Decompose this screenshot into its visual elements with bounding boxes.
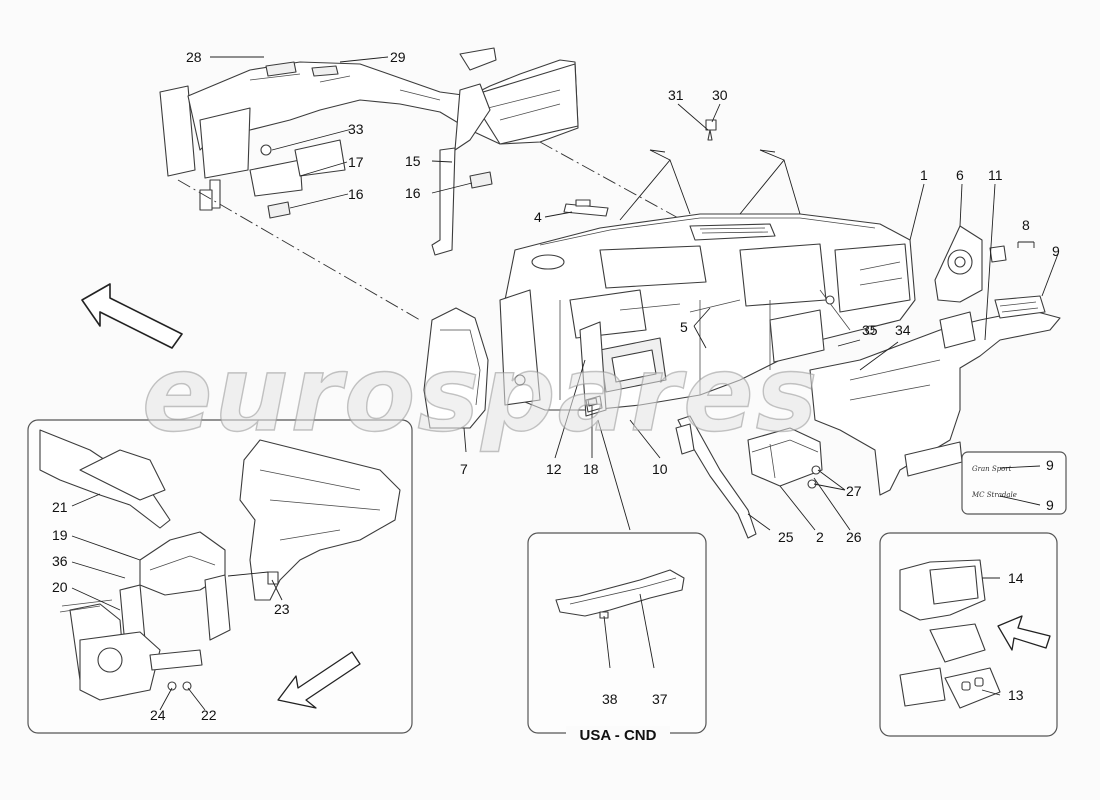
support-brace xyxy=(675,415,757,539)
callout-30: 30 xyxy=(712,87,728,103)
callout-21: 21 xyxy=(52,499,68,515)
callout-36: 36 xyxy=(52,553,68,569)
callout-17: 17 xyxy=(348,154,364,170)
callout-35: 35 xyxy=(862,322,878,338)
callout-10: 10 xyxy=(652,461,668,477)
callout-26: 26 xyxy=(846,529,862,545)
callout-9b: 9 xyxy=(1046,457,1054,473)
watermark-text: eurospares xyxy=(142,333,820,455)
callout-15: 15 xyxy=(405,153,421,169)
callout-18: 18 xyxy=(583,461,599,477)
bracket-set xyxy=(579,321,607,417)
leader-lines xyxy=(71,56,1059,711)
usa-bracket xyxy=(555,569,685,619)
callout-34: 34 xyxy=(895,322,911,338)
callout-27: 27 xyxy=(846,483,862,499)
inset-badges xyxy=(961,451,1067,515)
callout-33: 33 xyxy=(348,121,364,137)
view-arrow-icon xyxy=(277,651,361,709)
callout-13: 13 xyxy=(1008,687,1024,703)
callout-7: 7 xyxy=(460,461,468,477)
fastener-30-31 xyxy=(705,119,717,141)
view-arrow-icon xyxy=(81,283,183,349)
callout-11: 11 xyxy=(988,167,1003,183)
callout-20: 20 xyxy=(52,579,68,595)
callout-16b: 16 xyxy=(405,185,421,201)
small-bracket-4 xyxy=(563,199,609,217)
callout-5: 5 xyxy=(680,319,688,335)
dashboard-assembly xyxy=(499,213,916,411)
assembly-line xyxy=(177,179,421,321)
callout-9c: 9 xyxy=(1046,497,1054,513)
callout-28: 28 xyxy=(186,49,202,65)
callout-14: 14 xyxy=(1008,570,1024,586)
caption-backdrop xyxy=(566,726,670,742)
clip-part-6 xyxy=(989,245,1007,263)
callout-2: 2 xyxy=(816,529,824,545)
assembly-line xyxy=(539,141,701,231)
speaker-cover xyxy=(934,225,983,303)
cross-car-beam xyxy=(159,47,579,256)
callout-19: 19 xyxy=(52,527,68,543)
steering-column-parts xyxy=(39,429,401,701)
view-arrow-icon xyxy=(997,615,1051,651)
badge-text-a: Gran Sport xyxy=(972,465,1012,473)
inset-usa-caption: USA - CND xyxy=(580,727,657,744)
callout-4: 4 xyxy=(534,209,542,225)
callout-1: 1 xyxy=(920,167,928,183)
callout-38: 38 xyxy=(602,691,618,707)
radio-panels xyxy=(899,559,1001,709)
callout-8: 8 xyxy=(1022,217,1030,233)
callout-9: 9 xyxy=(1052,243,1060,259)
callout-31: 31 xyxy=(668,87,684,103)
center-bracket xyxy=(747,427,823,489)
lower-console-panel xyxy=(809,295,1061,496)
callout-29: 29 xyxy=(390,49,406,65)
badge-text-b: MC Stradale xyxy=(971,491,1017,499)
callout-numbers: 28 29 33 17 16 15 16 4 31 30 1 6 11 8 9 … xyxy=(52,49,1060,723)
callout-12: 12 xyxy=(546,461,562,477)
callout-6: 6 xyxy=(956,167,964,183)
callout-37: 37 xyxy=(652,691,668,707)
callout-16: 16 xyxy=(348,186,364,202)
side-panel xyxy=(423,307,489,429)
callout-23: 23 xyxy=(274,601,290,617)
callout-22: 22 xyxy=(201,707,217,723)
callout-25: 25 xyxy=(778,529,794,545)
callout-24: 24 xyxy=(150,707,166,723)
